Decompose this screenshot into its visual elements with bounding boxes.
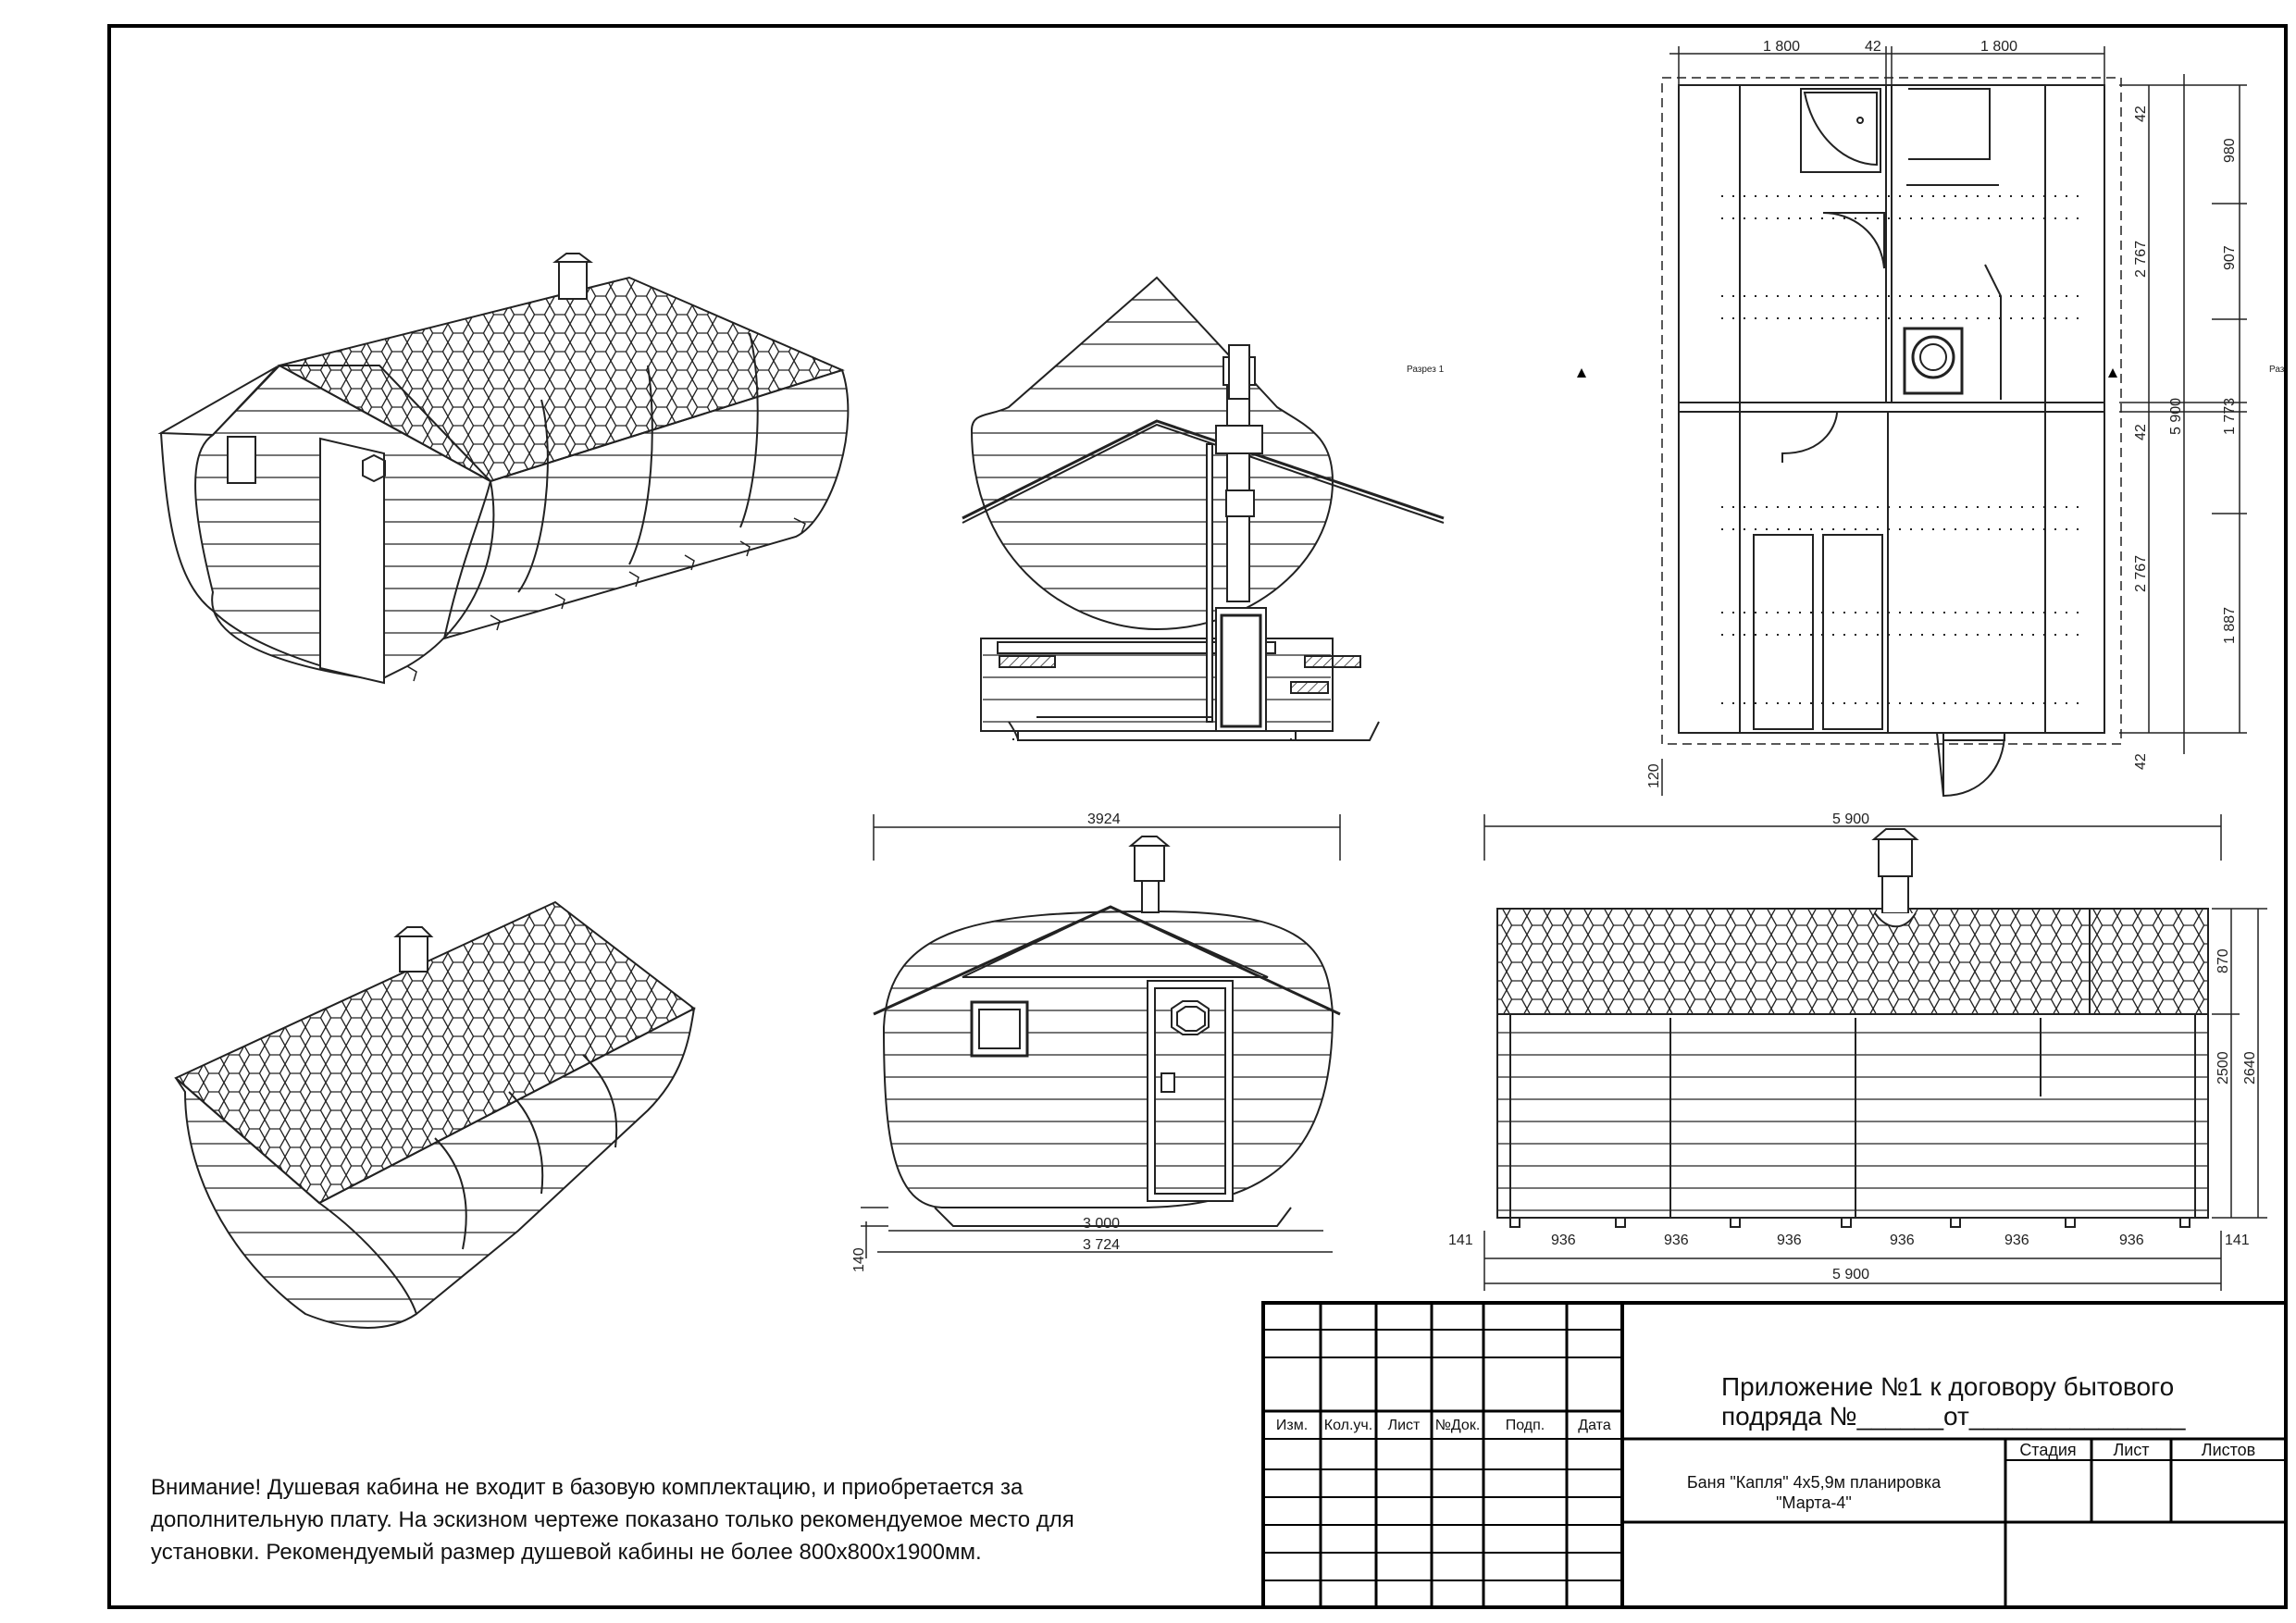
front-dim-inner: 3 000 xyxy=(1083,1216,1120,1232)
side-dim-span-1: 936 xyxy=(1551,1233,1576,1248)
plan-dim-right-4: 2 767 xyxy=(2133,555,2149,592)
side-dim-span-6: 936 xyxy=(2119,1233,2144,1248)
section-label-right: Раз xyxy=(2269,365,2285,375)
side-dimensions xyxy=(1483,814,2267,1291)
plan-dim-right-1: 42 xyxy=(2133,105,2149,122)
side-elevation xyxy=(1496,828,2209,1228)
plan-dim-far-3: 1 773 xyxy=(2222,398,2238,435)
side-dim-span-2: 936 xyxy=(1664,1233,1689,1248)
side-dim-edge-left: 141 xyxy=(1448,1233,1473,1248)
project-line-1: Баня "Капля" 4х5,9м планировка xyxy=(1687,1473,1942,1492)
plan-dim-far-4: 1 887 xyxy=(2222,607,2238,644)
header-izm: Изм. xyxy=(1276,1418,1308,1433)
sheets-label: Листов xyxy=(2202,1441,2255,1459)
side-dim-span-3: 936 xyxy=(1777,1233,1802,1248)
side-dim-wall: 2500 xyxy=(2215,1051,2231,1084)
header-list: Лист xyxy=(1388,1418,1421,1433)
plan-dimension-labels: 1 800 42 1 800 42 2 767 42 2 767 42 5 90… xyxy=(1646,39,2238,788)
isometric-view-front xyxy=(157,253,850,685)
front-elevation xyxy=(873,836,1341,1227)
sheet-label: Лист xyxy=(2113,1441,2149,1459)
plan-dim-top-right: 1 800 xyxy=(1980,39,2017,55)
front-dim-outer: 3 724 xyxy=(1083,1237,1120,1253)
plan-dim-total: 5 900 xyxy=(2168,398,2184,435)
section-arrow-right xyxy=(2108,368,2117,378)
header-n-dok: №Док. xyxy=(1435,1418,1481,1433)
floor-plan xyxy=(1661,77,2122,798)
plan-dim-far-2: 907 xyxy=(2222,245,2238,270)
sheet-frame xyxy=(107,24,2288,1609)
plan-dimensions xyxy=(1661,46,2247,796)
section-view xyxy=(962,276,1445,741)
header-podp: Подп. xyxy=(1506,1418,1545,1433)
appendix-line-1: Приложение №1 к договору бытового xyxy=(1721,1372,2174,1401)
appendix-line-2: подряда №______от_______________ xyxy=(1721,1402,2186,1431)
front-dim-base: 140 xyxy=(851,1247,867,1272)
plan-dim-bottom-left: 120 xyxy=(1646,763,1662,788)
project-line-2: "Марта-4" xyxy=(1776,1493,1852,1512)
stage-label: Стадия xyxy=(2019,1441,2076,1459)
side-dim-span-4: 936 xyxy=(1890,1233,1915,1248)
side-dim-bottom: 5 900 xyxy=(1832,1267,1869,1282)
plan-dim-top-mid: 42 xyxy=(1865,39,1881,55)
header-kol-uch: Кол.уч. xyxy=(1324,1418,1372,1433)
front-dimensions xyxy=(861,814,1341,1258)
side-dim-span-5: 936 xyxy=(2004,1233,2029,1248)
side-dim-total-height: 2640 xyxy=(2242,1051,2258,1084)
header-data: Дата xyxy=(1578,1418,1611,1433)
front-dim-top: 3924 xyxy=(1087,812,1121,827)
plan-dim-right-2: 2 767 xyxy=(2133,241,2149,278)
title-block-headers: Изм. Кол.уч. Лист №Док. Подп. Дата xyxy=(1276,1418,1611,1433)
side-dim-edge-right: 141 xyxy=(2225,1233,2250,1248)
plan-dim-far-1: 980 xyxy=(2222,138,2238,163)
plan-dim-top-left: 1 800 xyxy=(1763,39,1800,55)
title-block xyxy=(1261,1301,2288,1609)
plan-dim-right-5: 42 xyxy=(2133,753,2149,770)
plan-dim-right-3: 42 xyxy=(2133,424,2149,440)
warning-note: Внимание! Душевая кабина не входит в баз… xyxy=(151,1475,1074,1565)
section-label: Разрез 1 xyxy=(1407,365,1445,375)
side-dim-roof: 870 xyxy=(2215,948,2231,973)
section-view-floor xyxy=(1008,721,1380,741)
isometric-view-rear xyxy=(174,900,696,1329)
section-arrow-left xyxy=(1577,368,1586,378)
side-dim-top: 5 900 xyxy=(1832,812,1869,827)
